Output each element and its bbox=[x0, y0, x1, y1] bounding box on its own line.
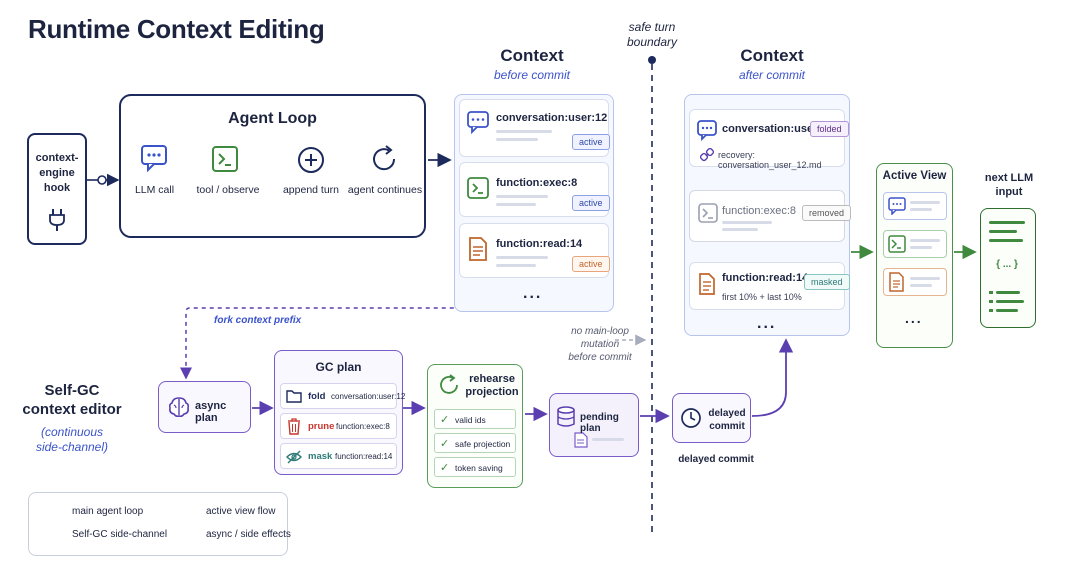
ctx-before-card-conversation[interactable]: conversation:user:12 active bbox=[459, 99, 610, 157]
legend-self-gc: Self-GC side-channel bbox=[72, 529, 168, 540]
ctx-before-panel: conversation:user:12 active function:exe… bbox=[454, 94, 614, 312]
plug-icon bbox=[49, 209, 65, 231]
link-icon bbox=[700, 148, 714, 162]
clock-icon bbox=[681, 408, 701, 428]
ctx-after-card-exec[interactable]: function:exec:8 removed bbox=[689, 190, 852, 242]
gc-plan-row-prune[interactable]: prune function:exec:8 bbox=[280, 413, 397, 439]
ctx-before-subtitle: before commit bbox=[493, 68, 571, 82]
code-glyph: { ... } bbox=[996, 259, 1018, 270]
chat-bubble-icon bbox=[888, 197, 906, 215]
check-item: ✓ token saving bbox=[434, 457, 516, 477]
no-mutation-note: no main-loop mutation before commit bbox=[568, 326, 632, 363]
gc-plan-row-mask[interactable]: mask function:read:14 bbox=[280, 443, 397, 469]
next-llm-label: next LLM input bbox=[984, 172, 1034, 198]
plus-circle-icon bbox=[298, 147, 324, 173]
step-llm-call-label: LLM call bbox=[134, 184, 175, 196]
step-continue-label: agent continues bbox=[347, 184, 423, 196]
check-item: ✓ valid ids bbox=[434, 409, 516, 429]
chat-bubble-icon bbox=[697, 120, 717, 141]
active-view-item bbox=[883, 268, 947, 296]
more-indicator: ... bbox=[523, 285, 543, 302]
terminal-icon bbox=[467, 177, 489, 199]
status-badge: active bbox=[572, 195, 610, 211]
chat-bubble-icon bbox=[141, 145, 167, 172]
ctx-after-subtitle: after commit bbox=[738, 68, 805, 82]
agent-loop-panel: Agent Loop bbox=[119, 94, 426, 238]
status-badge: active bbox=[572, 134, 610, 150]
more-indicator: ... bbox=[905, 310, 923, 326]
step-append-label: append turn bbox=[282, 184, 340, 196]
page-title: Runtime Context Editing bbox=[28, 14, 325, 44]
legend-active-view: active view flow bbox=[206, 506, 276, 517]
boundary-dot bbox=[648, 56, 656, 64]
self-gc-label: Self-GC context editor (continuous side-… bbox=[22, 382, 122, 454]
chat-bubble-icon bbox=[467, 111, 489, 134]
ctx-after-panel: conversation:user:12 folded recovery: co… bbox=[684, 94, 852, 336]
ctx-after-title: Context bbox=[740, 46, 804, 65]
delayed-commit-caption: delayed commit bbox=[678, 454, 754, 465]
document-icon bbox=[699, 273, 715, 295]
check-icon: ✓ bbox=[440, 462, 450, 474]
terminal-icon bbox=[212, 146, 238, 172]
fork-label: fork context prefix bbox=[214, 315, 302, 326]
check-item: ✓ safe projection bbox=[434, 433, 516, 453]
pending-plan-box[interactable]: pending plan bbox=[549, 393, 639, 457]
check-icon: ✓ bbox=[440, 414, 450, 426]
active-view-title: Active View bbox=[882, 170, 947, 182]
folder-icon bbox=[286, 390, 302, 403]
trash-icon bbox=[288, 418, 300, 435]
database-icon bbox=[557, 406, 575, 427]
delayed-commit-box[interactable]: delayed commit bbox=[672, 393, 751, 443]
terminal-icon bbox=[698, 203, 718, 223]
agent-loop-title: Agent Loop bbox=[228, 110, 317, 127]
more-indicator: ... bbox=[757, 315, 777, 332]
gc-plan-row-fold[interactable]: fold conversation:user:12 bbox=[280, 383, 405, 409]
terminal-icon bbox=[888, 235, 906, 253]
refresh-icon bbox=[440, 374, 458, 394]
active-view-item bbox=[883, 230, 947, 258]
active-view-panel: Active View ... bbox=[876, 163, 953, 348]
status-badge: folded bbox=[810, 121, 849, 137]
context-engine-hook[interactable]: context- engine hook bbox=[27, 133, 87, 245]
active-view-item bbox=[883, 192, 947, 220]
ctx-before-card-read[interactable]: function:read:14 active bbox=[459, 223, 610, 278]
legend-async: async / side effects bbox=[206, 529, 291, 540]
ctx-before-card-exec[interactable]: function:exec:8 active bbox=[459, 162, 610, 217]
status-badge: active bbox=[572, 256, 610, 272]
ctx-after-card-conversation[interactable]: conversation:user:12 folded recovery: co… bbox=[689, 109, 849, 170]
legend-main-loop: main agent loop bbox=[72, 506, 144, 517]
ctx-before-title: Context bbox=[500, 46, 564, 65]
refresh-icon bbox=[373, 145, 396, 171]
legend bbox=[28, 492, 288, 556]
ctx-after-card-read[interactable]: function:read:14 first 10% + last 10% ma… bbox=[689, 262, 850, 310]
document-icon bbox=[469, 237, 487, 261]
next-llm-input-panel: { ... } bbox=[980, 208, 1036, 328]
document-icon bbox=[889, 272, 904, 292]
rehearse-projection-box: rehearse projection ✓ valid ids ✓ safe p… bbox=[427, 364, 523, 488]
gc-plan-box: GC plan fold conversation:user:12 prune … bbox=[274, 350, 405, 475]
async-plan-box[interactable]: async plan bbox=[158, 381, 251, 433]
step-tool-label: tool / observe bbox=[196, 184, 260, 196]
status-badge: removed bbox=[802, 205, 852, 221]
check-icon: ✓ bbox=[440, 438, 450, 450]
eye-off-icon bbox=[286, 450, 302, 464]
gc-plan-title: GC plan bbox=[315, 360, 362, 374]
boundary-label: safe turn boundary bbox=[626, 20, 678, 49]
brain-icon bbox=[168, 397, 190, 418]
status-badge: masked bbox=[804, 274, 850, 290]
document-icon bbox=[574, 432, 588, 448]
